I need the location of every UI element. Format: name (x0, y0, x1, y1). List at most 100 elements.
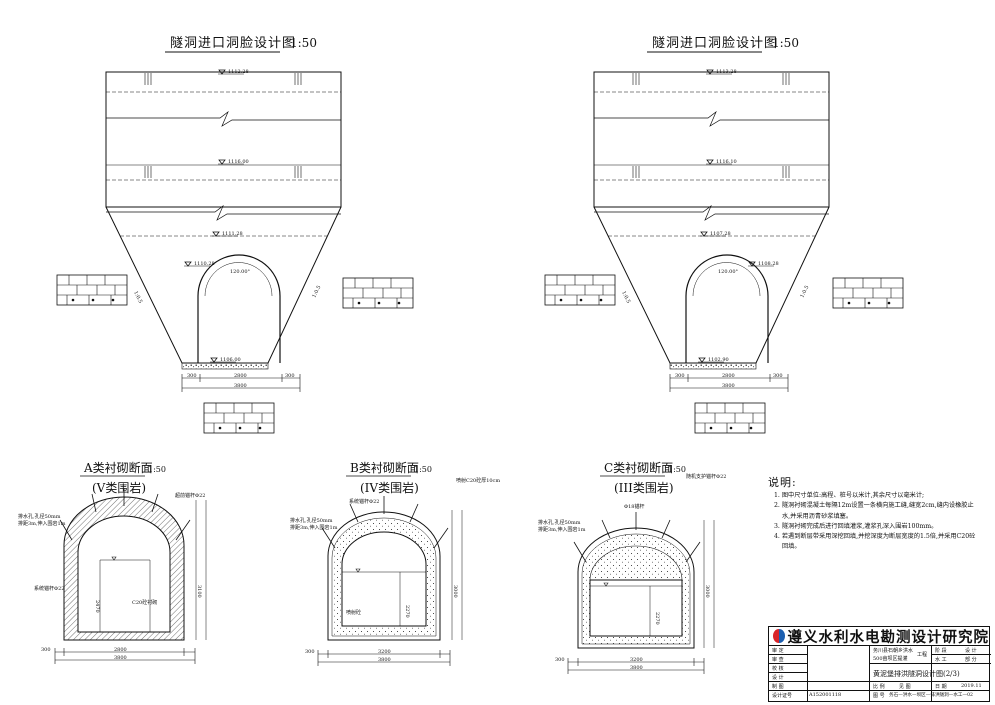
note-label: 排距3m,伸入围岩1m (290, 524, 338, 531)
retaining-wall-icon (203, 402, 275, 434)
section-c: C类衬砌断面 1:50 (III类围岩) 排水孔,孔径50mm 排距3m,伸入围… (538, 460, 726, 674)
dim-label: 300 (773, 373, 783, 379)
portal-right-title: 隧洞进口洞脸设计图 (652, 35, 778, 51)
note-label: Φ18锚杆 (624, 503, 644, 510)
elev-label: 1111.28 (222, 231, 243, 237)
retaining-wall-icon (832, 277, 904, 309)
dim-label: 300 (305, 649, 315, 655)
retaining-wall-icon (342, 277, 414, 309)
note-label: 排水孔,孔径50mm (290, 517, 333, 524)
portal-left-scale: 1:50 (290, 36, 317, 50)
slope-label: 1:0.5 (620, 290, 631, 304)
dim-label: 3800 (630, 665, 643, 671)
retaining-wall-icon (56, 274, 128, 306)
dim-label: 3800 (378, 657, 391, 663)
section-b-scale: 1:50 (414, 465, 432, 474)
portal-right-opening (685, 254, 769, 363)
dim-label: 300 (285, 373, 295, 379)
arch-angle: 120.00° (230, 269, 250, 275)
note-label: 系统锚杆Φ22 (34, 585, 64, 592)
cert-number: A152001118 (809, 692, 842, 698)
elev-label: 1113.28 (716, 69, 737, 75)
project-name: 务川县石朝乡洪水 (873, 648, 914, 654)
section-a-scale: 1:50 (148, 465, 166, 474)
portal-right: 隧洞进口洞脸设计图 1:50 1113.28 1116.10 1107.28 1… (544, 35, 904, 434)
role-label: 制 图 (772, 684, 784, 690)
dim-label: 3800 (114, 655, 127, 661)
note-item: 3. 隧洞衬砌完成后进行回填灌浆,灌浆孔深入围岩100mm。 (774, 522, 938, 530)
dim-label: 2470 (94, 600, 100, 613)
dim-label: 3000 (704, 585, 710, 598)
section-b-title: B类衬砌断面 (350, 460, 419, 475)
project-phase: 工程 (917, 652, 928, 658)
slope-label: 1:0.5 (132, 290, 143, 304)
drawing-name: 黄泥堡排洪隧洞设计图(2/3) (873, 670, 960, 678)
dept-value: 部 分 (965, 657, 977, 663)
note-item: 1. 图中尺寸单位:高程、桩号以米计,其余尺寸以毫米计; (774, 492, 925, 500)
elev-label: 1107.28 (710, 231, 731, 237)
note-item: 2. 隧洞衬砌混凝土每隔12m设置一条横向施工缝,缝宽2cm,缝内设橡胶止水,并… (774, 502, 974, 520)
dim-label: 2270 (404, 605, 410, 618)
elev-label: 1102.90 (708, 357, 729, 363)
drawing-no-label: 图 号 (873, 693, 885, 699)
section-c-scale: 1:50 (668, 465, 686, 474)
drawing-no-value: 务石—洪水—坝区—排洪隧洞—水工—02 (889, 693, 973, 698)
section-b: B类衬砌断面 1:50 (IV类围岩) 排水孔,孔径50mm 排距3m,伸入围岩… (290, 460, 500, 666)
dim-label: 300 (555, 657, 565, 663)
portal-right-scale: 1:50 (772, 36, 799, 50)
section-b-subtitle: (IV类围岩) (360, 480, 419, 495)
dim-label: 3100 (196, 585, 202, 598)
portal-left-base (181, 362, 269, 370)
dim-label: 2270 (654, 612, 660, 625)
dim-label: 3800 (722, 383, 735, 389)
note-label: 喷射C20砼厚10cm (456, 477, 500, 484)
slope-label: 1:0.5 (799, 285, 810, 299)
dim-label: 300 (675, 373, 685, 379)
portal-left-opening (197, 254, 281, 363)
note-label: 系统锚杆Φ22 (349, 498, 379, 505)
title-block-header: 遵义水利水电勘测设计研究院 (769, 627, 989, 646)
institute-logo-icon (773, 629, 785, 643)
section-a-title: A类衬砌断面 (83, 460, 153, 475)
stage-value: 设 计 (965, 648, 977, 654)
role-label: 审 定 (772, 648, 784, 654)
section-a: A类衬砌断面 1:50 (V类围岩) 排水孔,孔径50mm 排距3m,伸入围岩1… (18, 460, 207, 664)
stage-label: 阶 段 (935, 648, 947, 654)
section-a-subtitle: (V类围岩) (92, 480, 146, 495)
notes-heading: 说明: (768, 476, 797, 489)
role-label: 校 核 (772, 666, 784, 672)
title-block: 遵义水利水电勘测设计研究院 审 定 审 查 校 核 设 计 制 图 设计证号 A… (768, 626, 991, 702)
date-value: 2019.11 (961, 683, 982, 689)
role-label: 设计证号 (772, 693, 793, 699)
dim-label: 2800 (234, 373, 247, 379)
note-label: 排水孔,孔径50mm (538, 519, 581, 526)
dim-label: 2800 (114, 647, 127, 653)
dim-label: 300 (41, 647, 51, 653)
portal-left-title: 隧洞进口洞脸设计图 (170, 35, 296, 51)
role-label: 设 计 (772, 675, 784, 681)
section-c-title: C类衬砌断面 (604, 460, 673, 475)
dim-label: 3000 (452, 585, 458, 598)
note-label: 随机支护锚杆Φ22 (686, 473, 726, 480)
retaining-wall-icon (544, 274, 616, 306)
dim-label: 2800 (722, 373, 735, 379)
dim-label: 300 (187, 373, 197, 379)
elev-label: 1106.00 (220, 357, 241, 363)
dim-label: 3200 (630, 657, 643, 663)
scale-value: 见 图 (899, 684, 911, 690)
elev-label: 1116.00 (228, 159, 249, 165)
note-label: C20砼衬砌 (132, 599, 157, 606)
note-label: 排距3m,伸入围岩1m (18, 520, 66, 527)
project-name: 500亩坝区提灌 (873, 656, 908, 662)
portal-right-base (669, 362, 757, 370)
arch-angle: 120.00° (718, 269, 738, 275)
institute-name: 遵义水利水电勘测设计研究院 (787, 628, 989, 646)
retaining-wall-icon (694, 402, 766, 434)
note-label: 喷射砼 (346, 609, 361, 616)
dim-label: 3800 (234, 383, 247, 389)
elev-label: 1110.28 (194, 261, 215, 267)
dept-label: 水 工 (935, 657, 947, 663)
scale-label: 比 例 (873, 684, 885, 690)
elev-label: 1112.28 (228, 69, 249, 75)
